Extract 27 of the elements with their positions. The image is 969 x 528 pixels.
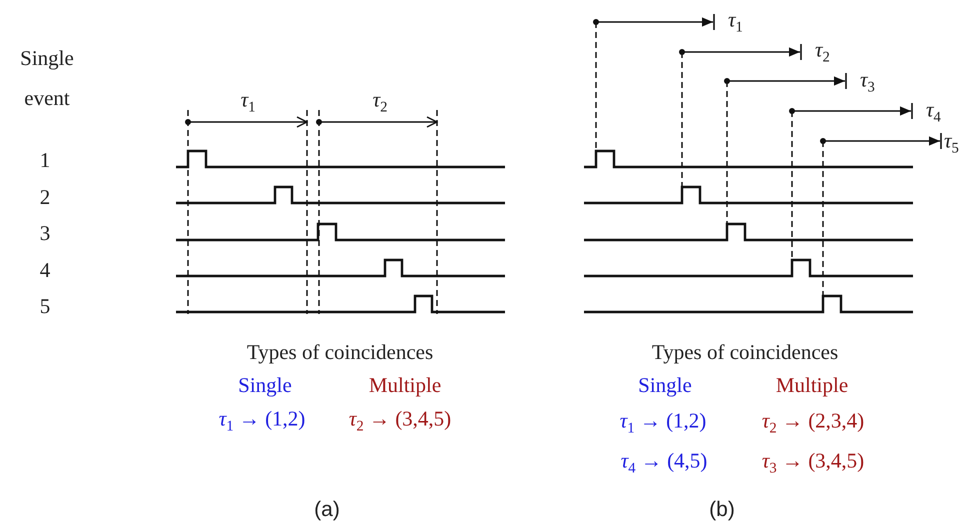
section-heading: Types of coincidences [652, 340, 838, 364]
coincidence-entry: τ$_{3}$ → (3,4,5) [762, 448, 864, 478]
axis-title: Single event [19, 45, 75, 112]
column-heading: Multiple [368, 372, 442, 398]
column-heading: Single [638, 372, 692, 398]
interval-label: τ$_{2}$ [815, 37, 830, 67]
event-number: 5 [40, 294, 50, 318]
coincidence-entry: τ$_{2}$ → (3,4,5) [348, 406, 452, 436]
section-heading: Types of coincidences [246, 340, 434, 364]
interval-label: τ$_{1}$ [728, 7, 743, 37]
column-heading: Single [238, 372, 292, 398]
interval-label: τ$_{2}$ [372, 87, 388, 117]
event-number: 2 [40, 184, 50, 210]
column-heading: Multiple [776, 372, 848, 398]
coincidence-entry: τ$_{4}$ → (4,5) [620, 448, 708, 478]
coincidence-entry: τ$_{1}$ → (1,2) [620, 408, 706, 438]
coincidence-entry: τ$_{1}$ → (1,2) [218, 406, 306, 436]
panel-caption: (b) [709, 498, 735, 522]
panel-caption: (a) [314, 498, 340, 522]
interval-label: τ$_{1}$ [240, 87, 256, 117]
event-number: 3 [40, 220, 50, 246]
interval-label: τ$_{4}$ [926, 97, 941, 127]
interval-label: τ$_{3}$ [860, 67, 875, 97]
interval-label: τ$_{5}$ [944, 128, 959, 158]
coincidence-entry: τ$_{2}$ → (2,3,4) [762, 408, 864, 438]
event-number: 1 [40, 148, 50, 172]
event-number: 4 [40, 258, 50, 282]
